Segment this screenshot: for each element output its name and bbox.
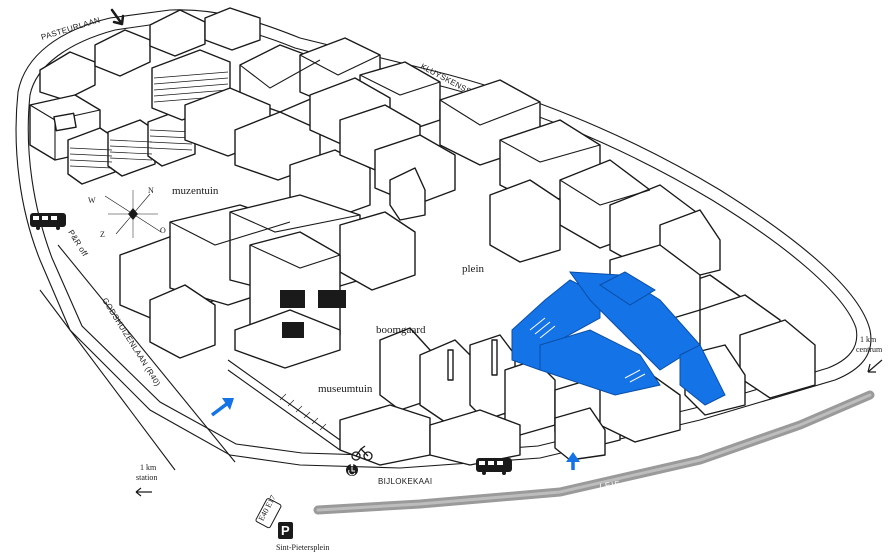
direction-centrum: centrum [856,345,883,354]
arrow-icon [135,487,152,497]
svg-text:O: O [160,226,166,235]
direction-centrum-distance: 1 km [860,335,877,344]
area-plein: plein [462,263,484,275]
arrow-icon [867,359,883,373]
wheelchair-icon [346,463,358,476]
parking-icon: P [278,522,293,539]
direction-station: station [136,473,157,482]
entrance-arrow-west-head [222,398,234,410]
bicycle-icon [351,445,373,461]
svg-text:W: W [88,196,96,205]
street-bijlokekaai: BIJLOKEKAAI [378,477,432,486]
river-label: LEIE [599,479,621,491]
svg-text:Z: Z [100,230,105,239]
svg-text:N: N [148,186,154,195]
area-muzentuin: muzentuin [172,185,219,197]
svg-text:P: P [281,523,290,538]
godshuizenlaan-line-2 [39,289,176,471]
museum-dark-window-1 [280,290,305,308]
area-museumtuin: museumtuin [318,383,373,395]
godshuizenlaan-line-1 [57,244,236,463]
bus-icon [476,458,512,475]
direction-station-distance: 1 km [140,463,157,472]
museum-dark-window-3 [282,322,304,338]
direction-sint-pietersplein: Sint-Pietersplein [276,543,329,552]
bus-icon [30,213,66,230]
street-pr-off: P&R off [66,228,90,258]
entrance-arrow-south-head [566,452,580,462]
highlighted-building [511,271,726,406]
museum-dark-window-2 [318,290,346,308]
river-leie-inner [316,393,872,512]
area-boomgaard: boomgaard [376,324,426,336]
compass-rose-icon: N O Z W [88,186,166,239]
arrow-icon [110,8,125,26]
building-museum [119,194,416,369]
buildings-north-row [184,37,721,281]
